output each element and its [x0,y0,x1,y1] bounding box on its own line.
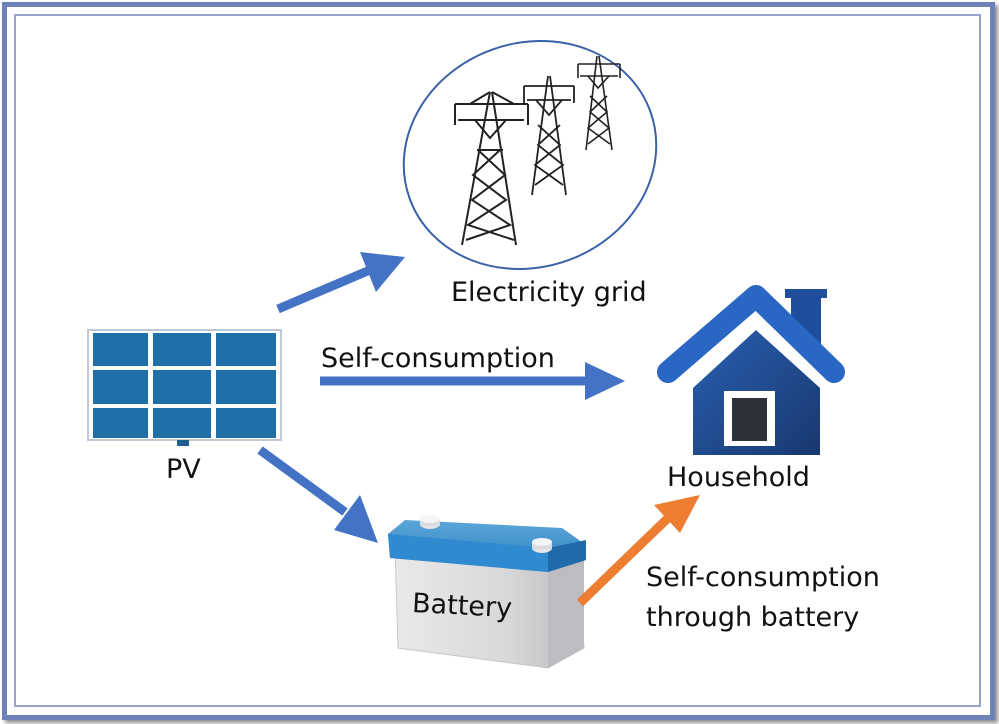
house-icon [657,285,845,455]
self-consumption-label: Self-consumption [321,343,555,374]
pv-label: PV [166,454,201,485]
arrow-pv-to-household [320,362,625,400]
household-label: Household [667,462,810,493]
solar-panel-icon [87,329,282,446]
arrow-pv-to-battery [257,446,378,543]
battery-label: Battery [411,588,513,625]
arrow-pv-to-grid [276,252,405,314]
arrow-battery-to-household [576,495,700,607]
self-consumption-battery-label-line2: through battery [646,602,860,633]
battery-icon [388,515,586,669]
inner-border [14,14,981,707]
grid-label: Electricity grid [451,277,647,308]
transmission-tower-icon [402,40,658,270]
self-consumption-battery-label-line1: Self-consumption [646,562,880,593]
